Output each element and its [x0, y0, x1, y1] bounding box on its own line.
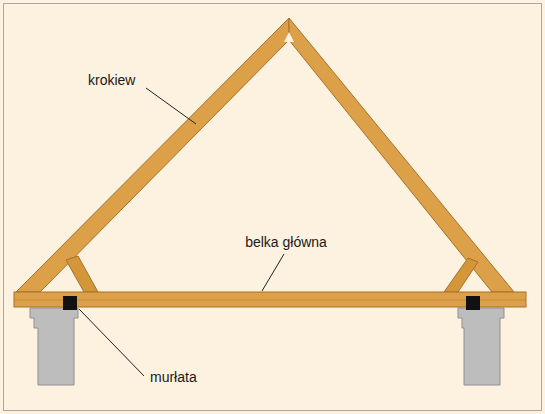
wall — [458, 308, 504, 385]
leader-line — [262, 254, 284, 291]
leader-line — [146, 88, 196, 124]
main-beam — [14, 292, 526, 307]
wall — [30, 308, 78, 385]
ridge-notch — [284, 32, 294, 42]
leader-line — [79, 309, 144, 376]
rafter — [289, 18, 514, 292]
wall-plate — [63, 296, 77, 310]
brace — [66, 256, 98, 292]
wood-grain — [14, 300, 526, 301]
part-label: murłata — [150, 369, 197, 386]
wall-plate — [466, 296, 480, 310]
brace — [444, 258, 478, 292]
part-label: belka główna — [245, 234, 327, 251]
frame — [4, 4, 542, 411]
rafter — [16, 18, 289, 292]
part-label: krokiew — [88, 72, 135, 89]
